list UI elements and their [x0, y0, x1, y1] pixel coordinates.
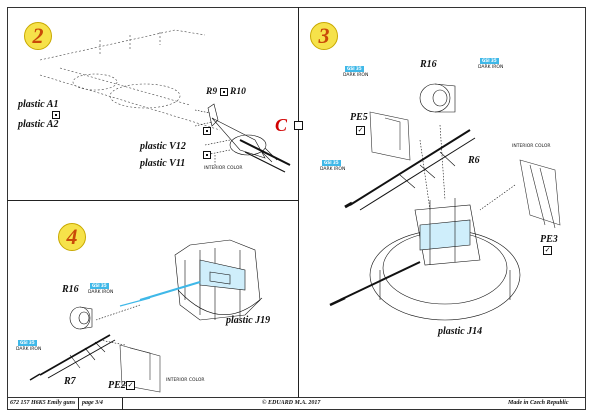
part-label-plastic-j14: plastic J14 — [438, 326, 483, 337]
footer-separator — [78, 398, 79, 410]
paint-label-interior-color: INTERIOR COLOR — [166, 378, 205, 383]
part-label-plastic-a2: plastic A2 — [18, 119, 59, 130]
bend-c-badge: C — [275, 115, 288, 135]
step3-drum — [419, 83, 456, 113]
paint-chip: GSI 35 — [18, 340, 37, 346]
footer-page-number: page 3/4 — [82, 400, 103, 406]
paint-label-interior-color: INTERIOR COLOR — [512, 144, 551, 149]
plastic-part-icon — [203, 127, 211, 135]
part-label-r10: R10 — [230, 87, 246, 97]
part-label-plastic-a1: plastic A1 — [18, 99, 59, 110]
part-label-plastic-v11: plastic V11 — [140, 158, 186, 169]
step-number-4: 4 — [58, 223, 86, 251]
part-label-pe3: PE3 — [540, 234, 558, 245]
paint-chip: GSI 35 — [322, 160, 341, 166]
paint-chip: GSI 35 — [90, 283, 109, 289]
plastic-part-icon — [52, 111, 60, 119]
resin-part-icon — [220, 88, 228, 96]
part-label-plastic-j19: plastic J19 — [226, 315, 271, 326]
step3-pe5 — [369, 111, 411, 161]
plastic-part-icon — [203, 151, 211, 159]
part-label-r16: R16 — [62, 284, 79, 295]
step-number-3: 3 — [310, 22, 338, 50]
part-label-r7: R7 — [64, 376, 76, 387]
paint-label-dark-iron: DARK IRON — [478, 65, 504, 70]
step4-drum — [69, 306, 93, 330]
part-label-pe5: PE5 — [350, 112, 368, 123]
paint-label-dark-iron: DARK IRON — [343, 73, 369, 78]
page-frame — [7, 7, 586, 398]
step2-fuselage-outline — [39, 29, 221, 131]
step4-gun — [29, 334, 116, 381]
vertical-divider — [298, 7, 299, 398]
footer-origin: Made in Czech Republic — [508, 400, 569, 406]
paint-label-dark-iron: DARK IRON — [320, 167, 346, 172]
bend-icon: ✓ — [126, 381, 135, 390]
step3-turret — [329, 198, 521, 321]
step4-turret — [119, 239, 263, 321]
part-label-r16: R16 — [420, 59, 437, 70]
step4-pe2 — [119, 344, 161, 393]
step-number-2: 2 — [24, 22, 52, 50]
footer-separator — [122, 398, 123, 410]
step3-pe3 — [519, 159, 561, 229]
part-label-r9: R9 — [206, 87, 218, 97]
bend-icon: ✓ — [543, 246, 552, 255]
paint-label-interior-color: INTERIOR COLOR — [204, 166, 243, 171]
part-label-pe2: PE2 — [108, 380, 126, 391]
footer-copyright: © EDUARD M.A. 2017 — [262, 400, 321, 406]
bend-icon: ✓ — [356, 126, 365, 135]
footer-product: 672 157 H6K5 Emily guns — [10, 400, 76, 406]
paint-label-dark-iron: DARK IRON — [88, 290, 114, 295]
step3-gun — [344, 129, 476, 211]
horizontal-divider — [7, 200, 298, 201]
paint-chip: GSI 35 — [345, 66, 364, 72]
part-label-plastic-v12: plastic V12 — [140, 141, 186, 152]
bend-icon — [294, 121, 303, 130]
step2-gun-mount — [207, 103, 291, 173]
paint-chip: GSI 35 — [480, 58, 499, 64]
paint-label-dark-iron: DARK IRON — [16, 347, 42, 352]
footer-strip — [7, 398, 586, 410]
part-label-r6: R6 — [468, 155, 480, 166]
